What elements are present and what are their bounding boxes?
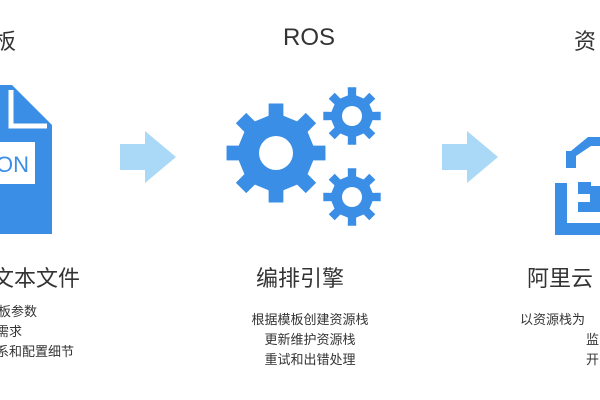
desc-line: 板参数: [0, 305, 38, 320]
file-icon: ON: [0, 85, 52, 234]
small-gear-top-icon: [323, 87, 381, 145]
left-column-title: 板: [0, 30, 17, 55]
aliyun-logo-icon: [555, 137, 600, 235]
gears-icon: [226, 87, 381, 226]
middle-column-description: 根据模板创建资源栈 更新维护资源栈 重试和出错处理: [230, 311, 390, 371]
file-icon-label: ON: [0, 152, 29, 177]
left-column-description: 板参数 需求 系和配置细节: [0, 303, 74, 363]
desc-line: 更新维护资源栈: [264, 333, 356, 348]
left-column-heading: 文本文件: [0, 267, 81, 292]
arrow-right-icon-2: [442, 131, 498, 183]
desc-line: 重试和出错处理: [264, 353, 356, 368]
middle-column-title: ROS: [282, 24, 335, 51]
desc-line: 开: [586, 353, 600, 368]
desc-line: 系和配置细节: [0, 345, 75, 360]
right-column-heading: 阿里云: [527, 267, 594, 292]
small-gear-bottom-icon: [323, 168, 381, 226]
desc-line: 需求: [0, 325, 23, 340]
desc-line: 以资源栈为: [520, 313, 586, 328]
middle-column-heading: 编排引擎: [256, 267, 345, 292]
desc-line: 监: [586, 333, 600, 348]
right-column-title: 资: [574, 30, 597, 55]
arrow-right-icon: [120, 131, 176, 183]
desc-line: 根据模板创建资源栈: [251, 313, 369, 328]
large-gear-icon: [226, 103, 326, 203]
right-column-description: 以资源栈为 监 开: [520, 311, 599, 371]
